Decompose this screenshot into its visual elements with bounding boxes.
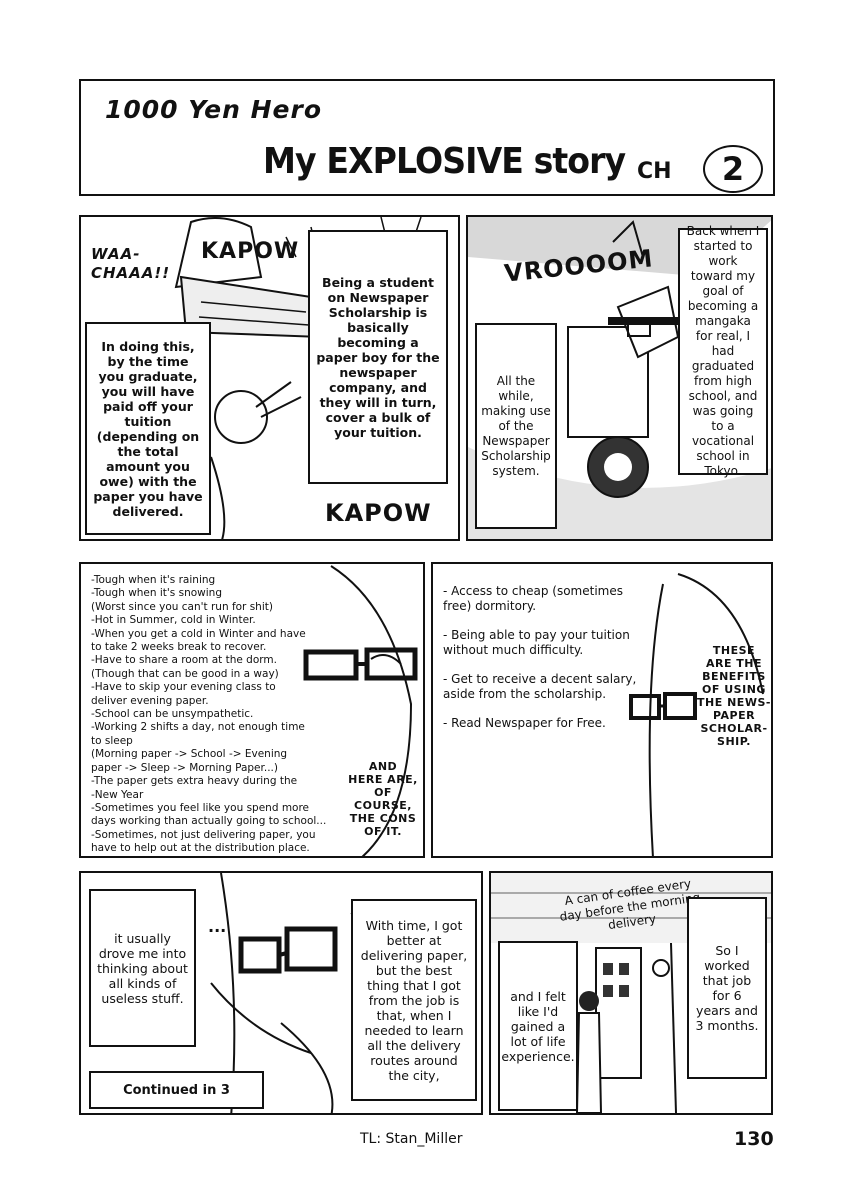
sfx-waachaaa: WAA- CHAAA!!	[91, 245, 171, 282]
benefit-item: - Access to cheap (sometimes free) dormi…	[443, 584, 623, 613]
caption-life-experience: and I felt like I'd gained a lot of life…	[498, 941, 578, 1111]
ellipsis-dots: ...	[208, 917, 227, 936]
cons-caption: AND HERE ARE, OF COURSE, THE CONS OF IT.	[348, 760, 418, 838]
cons-line: -Tough when it's snowing	[91, 587, 222, 600]
cons-line: to sleep	[91, 734, 133, 747]
cons-line: (Worst since you can't run for shit)	[91, 600, 273, 613]
benefit-item: - Get to receive a decent salary, aside …	[443, 672, 637, 701]
sfx-kapow-bottom: KAPOW	[325, 499, 432, 527]
cons-line: -Sometimes you feel like you spend more	[91, 801, 310, 814]
panel-coffee: A can of coffee every day before the mor…	[489, 871, 773, 1115]
panel-scooter: VROOOOM All the while, making use of the…	[466, 215, 773, 541]
cons-line: -Tough when it's raining	[91, 574, 216, 586]
cons-line: -Sometimes, not just delivering paper, y…	[91, 828, 316, 841]
caption-useless-stuff: it usually drove me into thinking about …	[89, 889, 196, 1047]
series-title: 1000 Yen Hero	[105, 95, 323, 124]
caption-worked-job: So I worked that job for 6 years and 3 m…	[687, 897, 767, 1079]
benefit-item: - Read Newspaper for Free.	[443, 716, 606, 730]
benefit-item: - Being able to pay your tuition without…	[443, 628, 630, 657]
caption-back-when: Back when I started to work toward my go…	[678, 224, 768, 478]
sfx-kapow-top: KAPOW	[201, 239, 300, 264]
chapter-title: My EXPLOSIVE story	[263, 141, 626, 182]
translator-credit: TL: Stan_Miller	[360, 1131, 463, 1147]
chapter-number: 2	[703, 145, 763, 193]
cons-line: -The paper gets extra heavy during the	[91, 775, 298, 788]
cons-line: -Working 2 shifts a day, not enough time	[91, 721, 305, 734]
cons-line: deliver evening paper.	[91, 694, 209, 707]
cons-face-artwork	[303, 565, 418, 856]
cons-line: -Have to skip your evening class to	[91, 681, 276, 694]
cons-line: to take 2 weeks break to recover.	[91, 641, 267, 654]
caption-continued: Continued in 3	[89, 1071, 264, 1109]
cons-line: -New Year	[91, 788, 144, 801]
cons-line: paper -> Sleep -> Morning Paper...)	[91, 761, 278, 774]
benefits-caption: THESE ARE THE BENEFITS OF USING THE NEWS…	[697, 644, 771, 748]
cons-line: -Hot in Summer, cold in Winter.	[91, 614, 256, 627]
caption-with-time: With time, I got better at delivering pa…	[351, 899, 477, 1101]
cons-line: (Though that can be good in a way)	[91, 667, 279, 680]
caption-tuition: In doing this, by the time you graduate,…	[85, 322, 211, 535]
panel-useless-stuff: it usually drove me into thinking about …	[79, 871, 483, 1115]
cons-line: -School can be unsympathetic.	[91, 708, 254, 721]
cons-line: -When you get a cold in Winter and have	[91, 627, 306, 640]
title-panel: 1000 Yen Hero My EXPLOSIVE story CH 2	[79, 79, 775, 196]
chapter-label: CH	[637, 159, 672, 184]
chapter-number-text: 2	[721, 150, 745, 188]
caption-scholarship: Being a student on Newspaper Scholarship…	[308, 230, 448, 484]
cons-list: -Tough when it's raining -Tough when it'…	[91, 574, 336, 856]
cons-line: have to help out at the distribution pla…	[91, 842, 310, 855]
panel-newspaper-kapow: WAA- CHAAA!! KAPOW KAPOW In doing this, …	[79, 215, 460, 541]
benefits-face-artwork	[629, 573, 764, 856]
page-number: 130	[734, 1128, 774, 1150]
cons-line: days working than actually going to scho…	[91, 815, 327, 828]
cons-line: (Morning paper -> School -> Evening	[91, 748, 288, 761]
cons-line: -Have to share a room at the dorm.	[91, 654, 277, 667]
caption-all-the-while: All the while, making use of the Newspap…	[475, 323, 557, 529]
panel-benefits: - Access to cheap (sometimes free) dormi…	[431, 562, 773, 858]
panel-cons: -Tough when it's raining -Tough when it'…	[79, 562, 425, 858]
benefits-list: - Access to cheap (sometimes free) dormi…	[443, 584, 648, 745]
